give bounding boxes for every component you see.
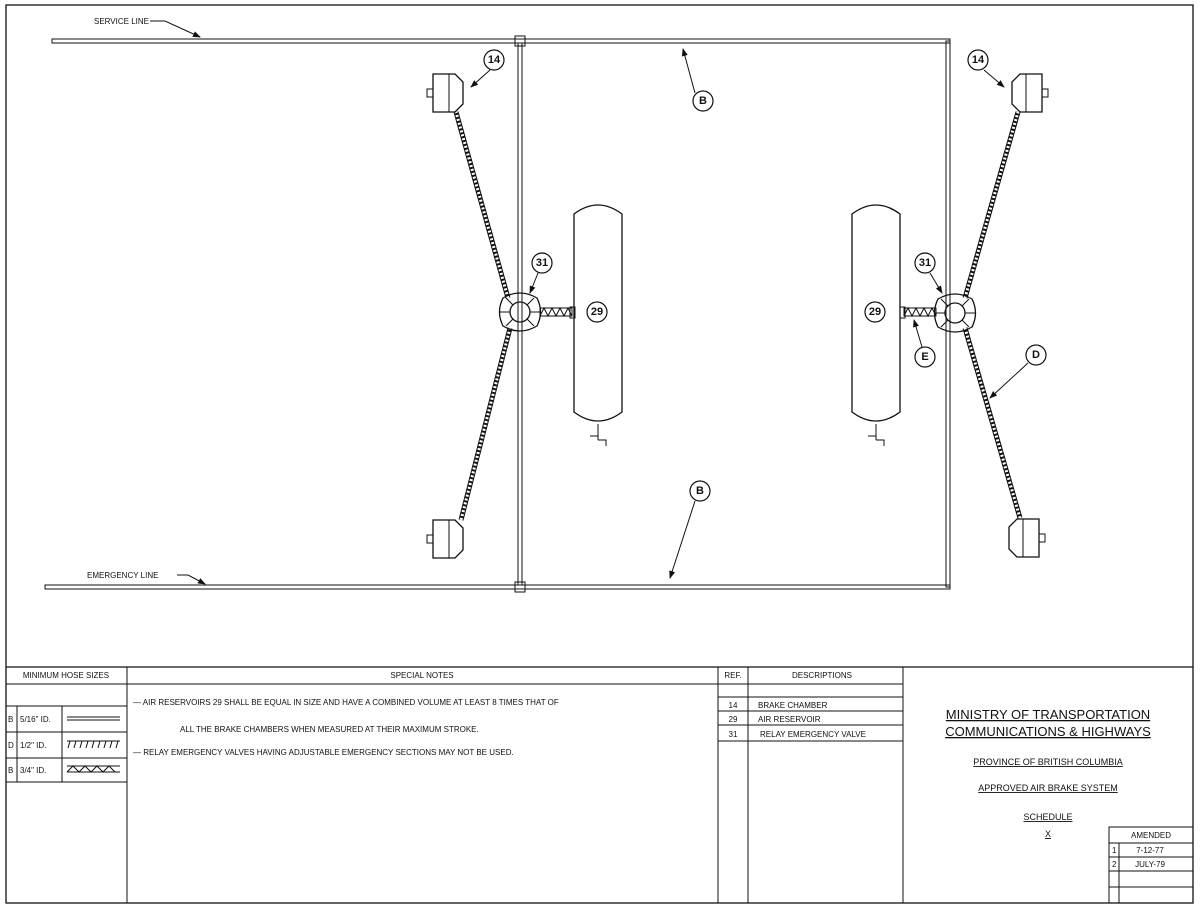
hose-d-right (962, 111, 1023, 519)
hose-sizes-header: MINIMUM HOSE SIZES (23, 671, 109, 680)
svg-text:B: B (8, 715, 13, 724)
svg-text:29: 29 (729, 715, 738, 724)
special-notes-header: SPECIAL NOTES (390, 671, 453, 680)
subject-label: APPROVED AIR BRAKE SYSTEM (978, 783, 1118, 793)
svg-text:31: 31 (919, 257, 931, 269)
right-supply-line (945, 40, 951, 588)
callout-29-left: 29 (586, 301, 608, 323)
brake-chamber-bottom-left (426, 519, 464, 559)
drawing-border (5, 4, 1194, 904)
svg-text:1/2" ID.: 1/2" ID. (20, 741, 46, 750)
svg-text:BRAKE CHAMBER: BRAKE CHAMBER (758, 701, 828, 710)
callout-31-left: 31 (531, 252, 553, 274)
table-grid (6, 667, 904, 903)
svg-text:AMENDED: AMENDED (1131, 831, 1171, 840)
svg-text:14: 14 (972, 54, 985, 66)
svg-text:AIR RESERVOIR: AIR RESERVOIR (758, 715, 821, 724)
svg-text:7-12-77: 7-12-77 (1136, 846, 1164, 855)
brake-chamber-top-left (426, 73, 464, 113)
special-note: — AIR RESERVOIRS 29 SHALL BE EQUAL IN SI… (133, 698, 559, 707)
schedule-value: X (1045, 829, 1051, 839)
amended-table: AMENDED 1 7-12-77 2 JULY-79 (1108, 826, 1194, 904)
callout-14-left: 14 (483, 49, 505, 71)
svg-text:2: 2 (1112, 860, 1117, 869)
svg-text:29: 29 (591, 306, 603, 318)
service-line-label: SERVICE LINE (94, 17, 149, 26)
svg-text:B: B (699, 95, 707, 107)
parts-row: 14 BRAKE CHAMBER (729, 701, 828, 710)
svg-text:D: D (8, 741, 14, 750)
svg-text:14: 14 (488, 54, 501, 66)
svg-text:JULY-79: JULY-79 (1135, 860, 1165, 869)
hose-size-row: B 5/16" ID. (8, 715, 120, 724)
special-note: — RELAY EMERGENCY VALVES HAVING ADJUSTAB… (133, 748, 514, 757)
title-line-2: COMMUNICATIONS & HIGHWAYS (945, 724, 1151, 739)
callout-29-right: 29 (864, 301, 886, 323)
svg-text:B: B (8, 766, 13, 775)
relay-emergency-valve-right (933, 293, 977, 333)
brake-chamber-bottom-right (1008, 518, 1046, 558)
svg-text:E: E (921, 351, 928, 363)
svg-text:B: B (696, 485, 704, 497)
connector (514, 581, 526, 593)
title-line-1: MINISTRY OF TRANSPORTATION (946, 707, 1150, 722)
callout-b-bottom: B (689, 480, 711, 502)
emergency-line-label: EMERGENCY LINE (87, 571, 158, 580)
svg-text:31: 31 (729, 730, 738, 739)
emergency-line (44, 584, 951, 590)
air-reservoir-right (851, 204, 906, 446)
svg-text:1: 1 (1112, 846, 1117, 855)
svg-text:D: D (1032, 349, 1040, 361)
air-reservoir-left (569, 204, 623, 446)
province-label: PROVINCE OF BRITISH COLUMBIA (973, 757, 1123, 767)
parts-row: 29 AIR RESERVOIR (729, 715, 821, 724)
callout-d: D (1025, 344, 1047, 366)
parts-row: 31 RELAY EMERGENCY VALVE (729, 730, 866, 739)
service-line (51, 38, 951, 44)
relay-emergency-valve-left (498, 292, 542, 332)
hose-size-row: B 3/4" ID. (8, 765, 120, 775)
callout-e: E (914, 346, 936, 368)
svg-text:31: 31 (536, 257, 548, 269)
hose-d-left (453, 111, 513, 521)
special-note: ALL THE BRAKE CHAMBERS WHEN MEASURED AT … (180, 725, 479, 734)
descriptions-header: DESCRIPTIONS (792, 671, 852, 680)
callout-b-top: B (692, 90, 714, 112)
svg-text:RELAY EMERGENCY VALVE: RELAY EMERGENCY VALVE (760, 730, 866, 739)
svg-text:29: 29 (869, 306, 881, 318)
center-supply-line (517, 42, 523, 586)
schedule-label: SCHEDULE (1023, 812, 1072, 822)
svg-text:5/16" ID.: 5/16" ID. (20, 715, 51, 724)
callout-14-right: 14 (967, 49, 989, 71)
svg-text:14: 14 (729, 701, 738, 710)
connector (514, 35, 526, 47)
ref-header: REF. (724, 671, 741, 680)
svg-text:3/4" ID.: 3/4" ID. (20, 766, 46, 775)
brake-chamber-top-right (1011, 73, 1049, 113)
hose-size-row: D 1/2" ID. (8, 740, 120, 750)
callout-31-right: 31 (914, 252, 936, 274)
